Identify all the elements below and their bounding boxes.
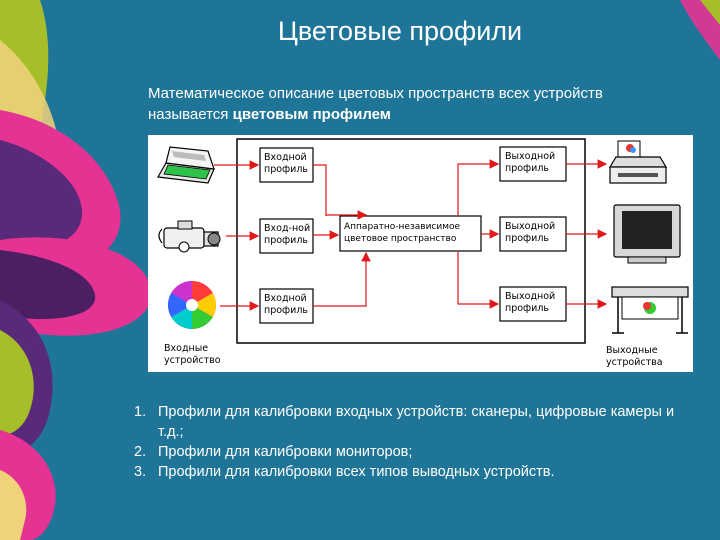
center-box-line1: Аппаратно-независимое <box>344 222 461 232</box>
list-item-text: Профили для калибровки входных устройств… <box>158 404 675 440</box>
list-item-text: Профили для калибровки всех типов выводн… <box>158 464 555 480</box>
input-profile-box-1 <box>259 147 314 183</box>
input-profile-label-3: Входной профиль <box>264 293 308 317</box>
arrow-in-1 <box>313 164 327 216</box>
output-profile-1-line1: Выходной <box>505 151 556 162</box>
monitor-icon <box>613 204 681 264</box>
input-profile-label-1: Входной профиль <box>264 152 308 176</box>
output-profile-box-3 <box>499 286 567 322</box>
intro-paragraph: Математическое описание цветовых простра… <box>148 83 618 125</box>
profile-types-list: 1. Профили для калибровки входных устройс… <box>134 402 694 482</box>
plotter-icon <box>611 286 689 334</box>
list-item-text: Профили для калибровки мониторов; <box>158 444 413 460</box>
output-profile-1-line2: профиль <box>505 163 550 174</box>
output-profile-label-1: Выходной профиль <box>505 151 555 175</box>
input-devices-caption: Входные устройство <box>164 343 221 367</box>
list-item-number: 1. <box>134 404 147 420</box>
arrow-out-1 <box>457 159 500 216</box>
list-item-number: 3. <box>134 464 147 480</box>
scanner-icon <box>157 146 215 184</box>
input-profile-label-2: Вход-ной профиль <box>264 223 310 247</box>
color-wheel-icon <box>167 281 217 329</box>
input-devices-line2: устройство <box>164 355 221 366</box>
center-box-line2: цветовое пространство <box>344 234 457 244</box>
camera-icon <box>158 220 221 253</box>
color-profile-diagram: Входной профиль Вход-ной профиль Входной… <box>148 135 693 372</box>
input-profile-3-line1: Входной <box>264 293 307 304</box>
input-profile-1-line1: Входной <box>264 152 307 163</box>
diagram-graphics <box>157 138 689 344</box>
output-profile-2-line1: Выходной <box>505 221 556 232</box>
output-profile-3-line1: Выходной <box>505 291 556 302</box>
list-item: 3. Профили для калибровки всех типов выво… <box>134 462 694 482</box>
center-box-label: Аппаратно-независимое цветовое пространс… <box>344 221 460 245</box>
input-profile-3-line2: профиль <box>264 305 309 316</box>
arrow-in-3 <box>313 251 371 307</box>
output-profile-box-1 <box>499 146 567 182</box>
list-item: 2. Профили для калибровки мониторов; <box>134 442 694 462</box>
input-profile-1-line2: профиль <box>264 164 309 175</box>
output-devices-caption: Выходные устройства <box>606 345 663 369</box>
output-devices-line2: устройства <box>606 357 663 368</box>
slide-title: Цветовые профили <box>277 16 523 46</box>
printer-icon <box>608 140 668 184</box>
diagram-frame <box>236 138 586 344</box>
intro-bold-term: цветовым профилем <box>232 106 391 123</box>
input-profile-box-3 <box>259 288 314 324</box>
intro-text: Математическое описание цветовых простра… <box>148 85 603 123</box>
output-profile-3-line2: профиль <box>505 303 550 314</box>
output-profile-label-3: Выходной профиль <box>505 291 555 315</box>
output-profile-label-2: Выходной профиль <box>505 221 555 245</box>
input-profile-box-2 <box>259 218 314 254</box>
arrow-out-3 <box>457 251 500 309</box>
output-profile-2-line2: профиль <box>505 233 550 244</box>
output-devices-line1: Выходные <box>606 345 658 356</box>
list-item: 1. Профили для калибровки входных устройс… <box>134 402 694 442</box>
list-item-number: 2. <box>134 444 147 460</box>
input-profile-2-line1: Вход-ной <box>264 223 311 234</box>
input-profile-2-line2: профиль <box>264 235 309 246</box>
input-devices-line1: Входные <box>164 343 209 354</box>
